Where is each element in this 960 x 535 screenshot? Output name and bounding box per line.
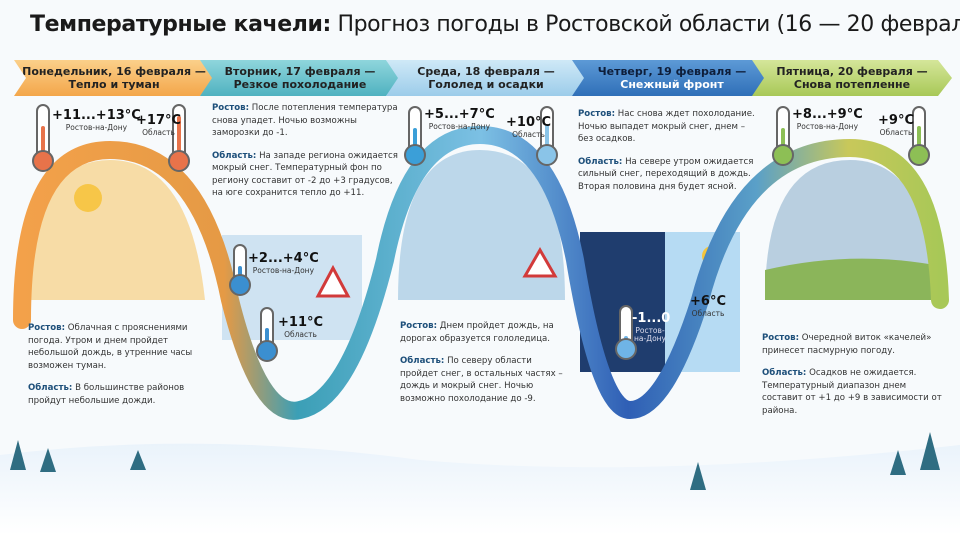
- page-title: Температурные качели: Прогноз погоды в Р…: [30, 12, 960, 37]
- thermometer-icon: [168, 104, 190, 172]
- area-label: Ростов:: [578, 109, 616, 119]
- forecast-sentence: Днем пройдет дождь, на дорогах образуетс…: [400, 321, 554, 344]
- area-label: Ростов:: [400, 321, 438, 331]
- warm-landscape: [30, 160, 205, 300]
- thermometer-icon: [536, 106, 558, 166]
- thermometer-icon: [772, 106, 794, 166]
- header-line: Пятница, 20 февраля —: [776, 65, 928, 78]
- trees: [10, 432, 940, 490]
- header-line: Понедельник, 16 февраля —: [22, 65, 206, 78]
- temperature-value: +9°C: [878, 113, 914, 128]
- location-label: Область: [691, 309, 725, 318]
- location-label: Область: [512, 130, 545, 139]
- location-label: Ростов-на-Дону: [796, 122, 859, 131]
- thermometer-icon: [615, 305, 637, 360]
- forecast-text-thu: Ростов: Нас снова ждет похолодание. Ночь…: [578, 108, 758, 203]
- forecast-sentence: По северу области пройдет снег, в осталь…: [400, 356, 563, 404]
- slippery-road-sign-icon: [315, 264, 351, 298]
- warning-sign-icon: [522, 246, 558, 278]
- forecast-sentence: После потепления температура снова упаде…: [212, 103, 398, 138]
- thermometer-icon: [256, 307, 278, 362]
- area-label: Ростов:: [212, 103, 250, 113]
- header-line: Вторник, 17 февраля —: [224, 65, 376, 78]
- header-line: Снова потепленне: [793, 78, 911, 91]
- location-label: Область: [142, 128, 175, 137]
- temperature-value: +5...+7°C: [424, 107, 495, 122]
- thermometer-icon: [32, 104, 54, 172]
- ice-scene: [398, 150, 565, 300]
- area-label: Область:: [400, 356, 445, 366]
- title-bold: Температурные качели:: [30, 12, 331, 37]
- area-label: Область:: [578, 156, 623, 167]
- forecast-sentence: Очередной виток «качелей» принесет пасму…: [762, 333, 932, 356]
- header-line: Гололед и осадки: [428, 78, 544, 91]
- location-label: Ростов-на-Дону: [252, 266, 315, 275]
- thermometer-icon: [229, 244, 251, 296]
- thermometer-icon: [908, 106, 930, 166]
- area-label: Ростов:: [28, 323, 66, 333]
- temperature-value: +11...+13°C: [52, 108, 141, 123]
- forecast-text-fri: Ростов: Очередной виток «качелей» принес…: [762, 332, 947, 427]
- title-rest: Прогноз погоды в Ростовской области (16 …: [330, 12, 960, 37]
- forecast-text-tue: Ростов: После потепления температура сно…: [212, 102, 402, 210]
- header-line: Снежный фронт: [620, 78, 724, 91]
- temperature-value: +11°C: [278, 315, 324, 330]
- thermometer-icon: [404, 106, 426, 166]
- day-header-monday: Понедельник, 16 февраля —Тепло и туман: [14, 60, 214, 96]
- temperature-wave: [13, 125, 949, 420]
- header-line: Резкое похолодание: [233, 78, 367, 91]
- area-label: Область:: [212, 150, 257, 161]
- header-line: Четверг, 19 февраля —: [597, 65, 747, 78]
- forecast-sentence: Осадков не ожидается. Температурный диап…: [762, 368, 942, 416]
- day-header-thursday: Четверг, 19 февраля —Снежный фронт: [572, 60, 772, 96]
- temperature-value: +17°C: [136, 113, 182, 128]
- location-label: Ростов-на-Дону: [65, 123, 128, 132]
- forecast-sentence: На западе региона ожидается мокрый снег.…: [212, 150, 398, 199]
- day-header-tuesday: Вторник, 17 февраля —Резкое похолодание: [200, 60, 400, 96]
- sun-icon: [74, 184, 102, 212]
- day-header-friday: Пятница, 20 февраля —Снова потепленне: [752, 60, 952, 96]
- temperature-value: +8...+9°C: [792, 107, 863, 122]
- location-label: Область: [879, 128, 913, 137]
- forecast-text-mon: Ростов: Облачная с прояснениями погода. …: [28, 322, 203, 417]
- snowy-ground: [0, 443, 960, 535]
- forecast-sentence: Нас снова ждет похолодание. Ночью выпаде…: [578, 109, 755, 144]
- temperature-value: -1...0: [632, 311, 671, 326]
- forecast-sentence: Облачная с прояснениями погода. Утром и …: [28, 323, 193, 371]
- temperature-value: +2...+4°C: [248, 251, 319, 266]
- day-header-wednesday: Среда, 18 февраля —Гололед и осадки: [386, 60, 586, 96]
- location-label: Ростов-на-Дону: [634, 326, 666, 343]
- meadow: [765, 258, 935, 300]
- forecast-sentence: В большинстве районов пройдут небольшие …: [28, 383, 185, 406]
- location-label: Область: [284, 330, 317, 339]
- temperature-value: +10°C: [506, 115, 552, 130]
- forecast-sentence: На севере утром ожидается сильный снег, …: [578, 156, 754, 192]
- area-label: Область:: [762, 368, 807, 378]
- temperature-value: +6°C: [690, 294, 726, 309]
- header-line: Среда, 18 февраля —: [417, 65, 555, 78]
- header-line: Тепло и туман: [68, 78, 160, 91]
- forecast-text-wed: Ростов: Днем пройдет дождь, на дорогах о…: [400, 320, 570, 415]
- area-label: Ростов:: [762, 333, 800, 343]
- area-label: Область:: [28, 383, 73, 393]
- location-label: Ростов-на-Дону: [428, 122, 491, 131]
